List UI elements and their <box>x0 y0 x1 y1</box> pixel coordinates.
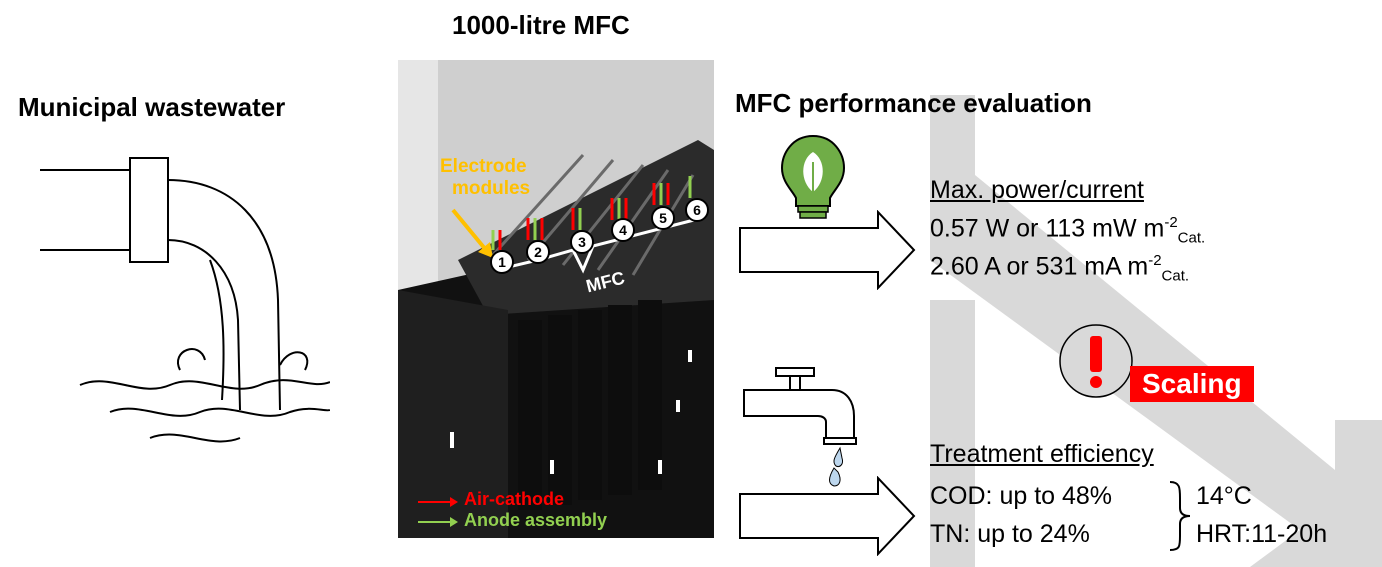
legend-anode-assembly: Anode assembly <box>464 510 608 530</box>
power-line-1-main: 0.57 W or 113 mW m <box>930 214 1165 243</box>
mfc-photo-illustration <box>398 60 714 538</box>
mfc-title: 1000-litre MFC <box>452 10 630 40</box>
treatment-output-arrow <box>739 476 916 556</box>
electrode-label-line2: modules <box>452 178 531 199</box>
electrode-label-line1: Electrode <box>440 156 527 177</box>
temperature-condition: 14°C <box>1196 482 1252 510</box>
power-line-2-sup: -2 <box>1148 252 1162 269</box>
lightbulb-leaf-icon <box>780 134 846 219</box>
power-heading: Max. power/current <box>930 176 1144 204</box>
conditions-brace <box>1169 481 1191 551</box>
module-number-1: 1 <box>490 250 514 274</box>
module-number-4: 4 <box>611 218 635 242</box>
cod-efficiency: COD: up to 48% <box>930 482 1113 510</box>
power-line-2-main: 2.60 A or 531 mA m <box>930 252 1149 281</box>
scaling-label: Scaling <box>1130 366 1254 402</box>
performance-evaluation-title: MFC performance evaluation <box>735 88 1092 118</box>
power-output-arrow <box>739 210 916 290</box>
warning-exclamation-icon <box>1059 324 1133 398</box>
mfc-photo: Electrode modules 1 2 3 4 5 6 MFC Air-ca… <box>398 60 714 538</box>
water-tap-icon <box>743 367 857 487</box>
module-number-3: 3 <box>570 230 594 254</box>
electrode-modules-label: Electrode modules <box>440 156 530 200</box>
hrt-condition: HRT:11-20h <box>1196 520 1328 548</box>
power-line-1-sub: Cat. <box>1177 229 1206 247</box>
wastewater-pipe-icon <box>40 157 330 443</box>
power-line-1-sup: -2 <box>1164 214 1178 231</box>
power-line-1: 0.57 W or 113 mW m-2Cat. <box>930 214 1205 246</box>
tn-efficiency: TN: up to 24% <box>930 520 1090 548</box>
module-number-2: 2 <box>526 240 550 264</box>
municipal-wastewater-title: Municipal wastewater <box>18 92 286 122</box>
module-number-5: 5 <box>651 206 675 230</box>
power-line-2-sub: Cat. <box>1161 267 1190 285</box>
module-number-6: 6 <box>685 198 709 222</box>
treatment-heading: Treatment efficiency <box>930 440 1154 468</box>
legend-air-cathode: Air-cathode <box>464 489 565 509</box>
power-line-2: 2.60 A or 531 mA m-2Cat. <box>930 252 1189 284</box>
